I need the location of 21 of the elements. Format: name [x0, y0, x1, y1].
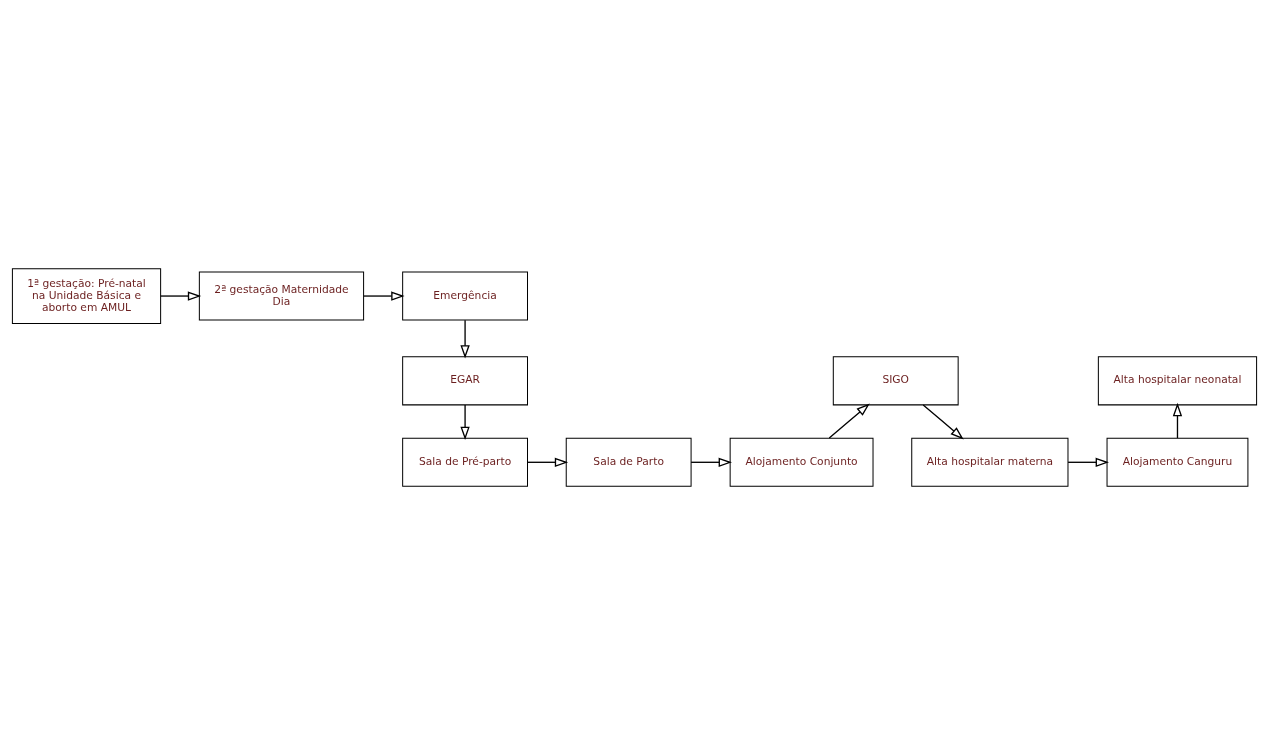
arrow	[922, 403, 964, 439]
node-box: Alojamento Conjunto	[729, 437, 874, 487]
arrow	[160, 290, 202, 301]
node-box: SIGO	[832, 355, 959, 405]
arrow	[363, 290, 405, 301]
arrow	[460, 403, 470, 440]
node-box: Alojamento Canguru	[1106, 437, 1249, 487]
arrow	[1067, 457, 1109, 467]
node-box: Emergência	[402, 271, 528, 321]
node-box: 1ª gestação: Pré-natal na Unidade Básica e aborto em AMUL	[11, 267, 162, 324]
node-box: Sala de Parto	[565, 437, 692, 487]
node-box: EGAR	[402, 355, 528, 405]
arrow	[460, 319, 470, 359]
arrow	[828, 403, 870, 439]
arrow	[690, 457, 732, 467]
node-box: Alta hospitalar neonatal	[1097, 355, 1258, 405]
arrow	[527, 457, 569, 467]
node-box: 2ª gestação Maternidade Dia	[198, 271, 365, 321]
node-box: Sala de Pré-parto	[402, 437, 528, 487]
arrow	[1172, 402, 1183, 439]
node-box: Alta hospitalar materna	[911, 437, 1069, 487]
